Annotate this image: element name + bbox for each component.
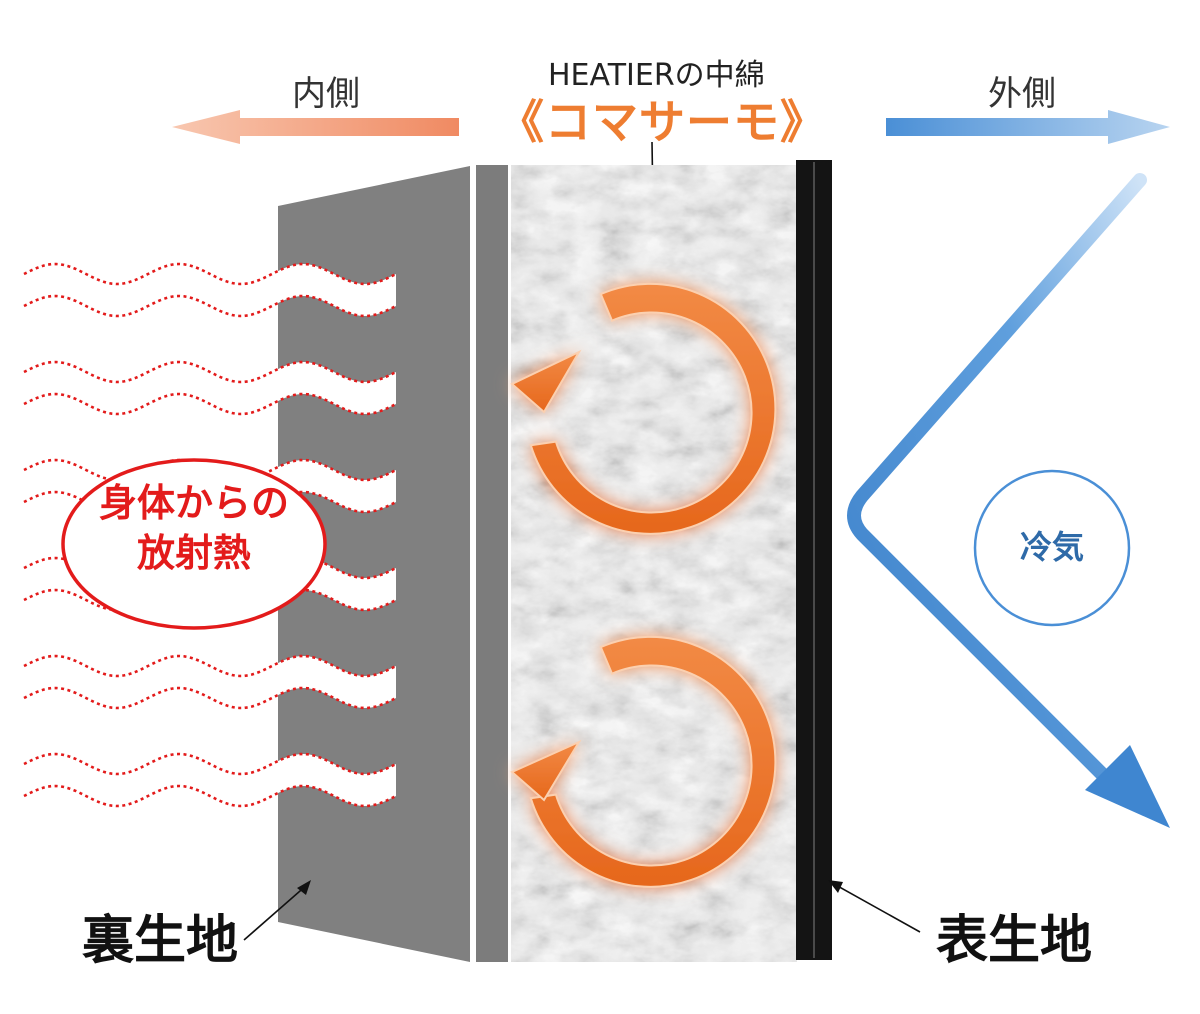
cold-air-arrow-head [1085,745,1170,828]
cold-air-arrow [847,173,1147,799]
cold-air-badge [973,469,1131,627]
heat-wave-line [23,686,397,710]
heat-wave-line [23,262,397,286]
heat-wave-line [23,392,397,416]
circulation-swirl-lower-head [510,739,582,802]
heat-wave-pair [23,654,397,710]
lining-leader-head [297,880,311,895]
outer-direction-arrow [886,110,1170,144]
shell-label: 表生地 [936,911,1093,971]
circulation-swirl-upper [529,282,777,535]
inside-label: 内側 [292,74,360,114]
radiant-heat-bubble [61,458,327,630]
circulation-swirl-upper-head [510,349,582,414]
circulation-swirl-lower [529,635,777,888]
heat-wave-line [23,752,397,776]
outside-label: 外側 [988,74,1056,114]
heat-wave-line [23,654,397,678]
heat-wave-band [24,656,396,708]
heat-wave-pair [23,752,397,808]
radiant-heat-label-line2: 放射熱 [136,531,251,575]
lining-edge [476,165,508,962]
heat-wave-band [24,754,396,806]
radiant-heat-label: 身体からの 放射熱 [62,478,326,578]
heat-wave-line [23,360,397,384]
lining-leader-line [243,883,309,941]
inner-direction-arrow [172,110,459,144]
radiant-heat-label-line1: 身体からの [98,481,289,525]
shell-leader-head [828,880,843,893]
cold-air-label: 冷気 [1019,528,1084,566]
heat-wave-band [24,362,396,414]
material-name: 《コマサーモ》 [498,95,827,149]
shell-leader-line [833,883,921,933]
heat-wave-pair [23,360,397,416]
circulation-swirls [510,282,777,888]
heat-wave-band [24,264,396,316]
lining-label: 裏生地 [82,911,239,971]
product-label: HEATIERの中綿 [548,58,765,93]
heat-wave-line [23,784,397,808]
heat-wave-line [23,294,397,318]
heat-wave-pair [23,262,397,318]
